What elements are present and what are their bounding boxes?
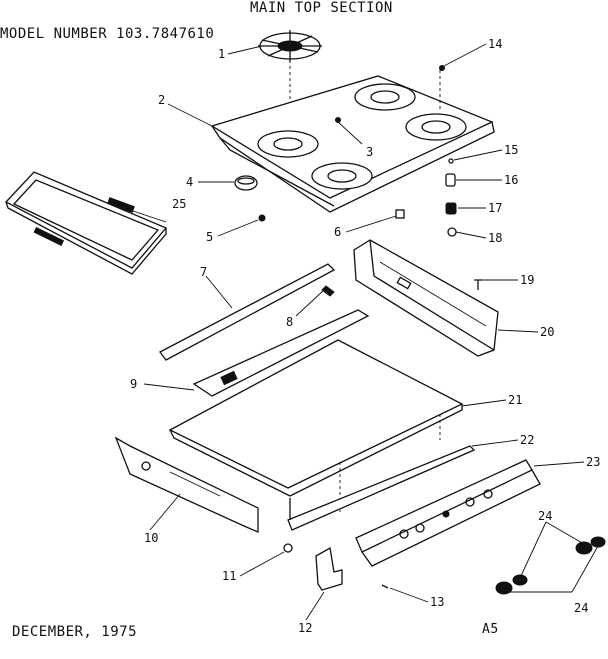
callout-20: 20 (540, 325, 554, 339)
callout-9: 9 (130, 377, 137, 391)
bottom-tray (287, 445, 476, 531)
clip-12 (315, 546, 343, 591)
body-panel (168, 339, 464, 512)
callout-23: 23 (586, 455, 600, 469)
trim-rail (159, 263, 336, 361)
callout-2: 2 (158, 93, 165, 107)
callout-18: 18 (488, 231, 502, 245)
part-14 (439, 65, 445, 71)
callout-25: 25 (172, 197, 186, 211)
screw-19 (474, 279, 482, 290)
callout-24b: 24 (574, 601, 588, 615)
main-top (210, 70, 495, 213)
callout-12: 12 (298, 621, 312, 635)
burner-grate (258, 30, 322, 140)
diagram-title: MAIN TOP SECTION (250, 0, 393, 16)
screw-13 (381, 584, 389, 589)
front-bracket (192, 309, 370, 397)
callout-1: 1 (218, 47, 225, 61)
cap (234, 175, 258, 191)
callout-13: 13 (430, 595, 444, 609)
callout-5: 5 (206, 230, 213, 244)
callout-4: 4 (186, 175, 193, 189)
callout-3: 3 (366, 145, 373, 159)
callout-8: 8 (286, 315, 293, 329)
callout-14: 14 (488, 37, 502, 51)
lid-panel (4, 171, 168, 275)
screw-5 (258, 214, 266, 222)
screw-8 (321, 285, 335, 297)
callout-7: 7 (200, 265, 207, 279)
diagram-date: DECEMBER, 1975 (12, 624, 138, 640)
side-bracket (353, 239, 499, 357)
part-16 (445, 173, 456, 187)
callout-17: 17 (488, 201, 502, 215)
clip-6 (395, 209, 405, 219)
leader-lines (129, 43, 599, 621)
part-15 (448, 158, 454, 164)
front-panel (114, 436, 259, 533)
callout-19: 19 (520, 273, 534, 287)
callout-11: 11 (222, 569, 236, 583)
control-knobs (495, 536, 606, 595)
callout-24a: 24 (538, 509, 552, 523)
callout-21: 21 (508, 393, 522, 407)
screw-11 (283, 543, 293, 553)
page-id: A5 (482, 622, 499, 637)
callout-labels: 1 2 3 4 5 6 7 8 9 10 11 12 13 14 15 16 1… (130, 37, 600, 635)
part-18 (447, 227, 457, 237)
callout-22: 22 (520, 433, 534, 447)
callout-6: 6 (334, 225, 341, 239)
callout-15: 15 (504, 143, 518, 157)
control-panel (355, 459, 541, 567)
part-17 (445, 202, 457, 215)
callout-16: 16 (504, 173, 518, 187)
model-number: MODEL NUMBER 103.7847610 (0, 26, 215, 42)
callout-10: 10 (144, 531, 158, 545)
